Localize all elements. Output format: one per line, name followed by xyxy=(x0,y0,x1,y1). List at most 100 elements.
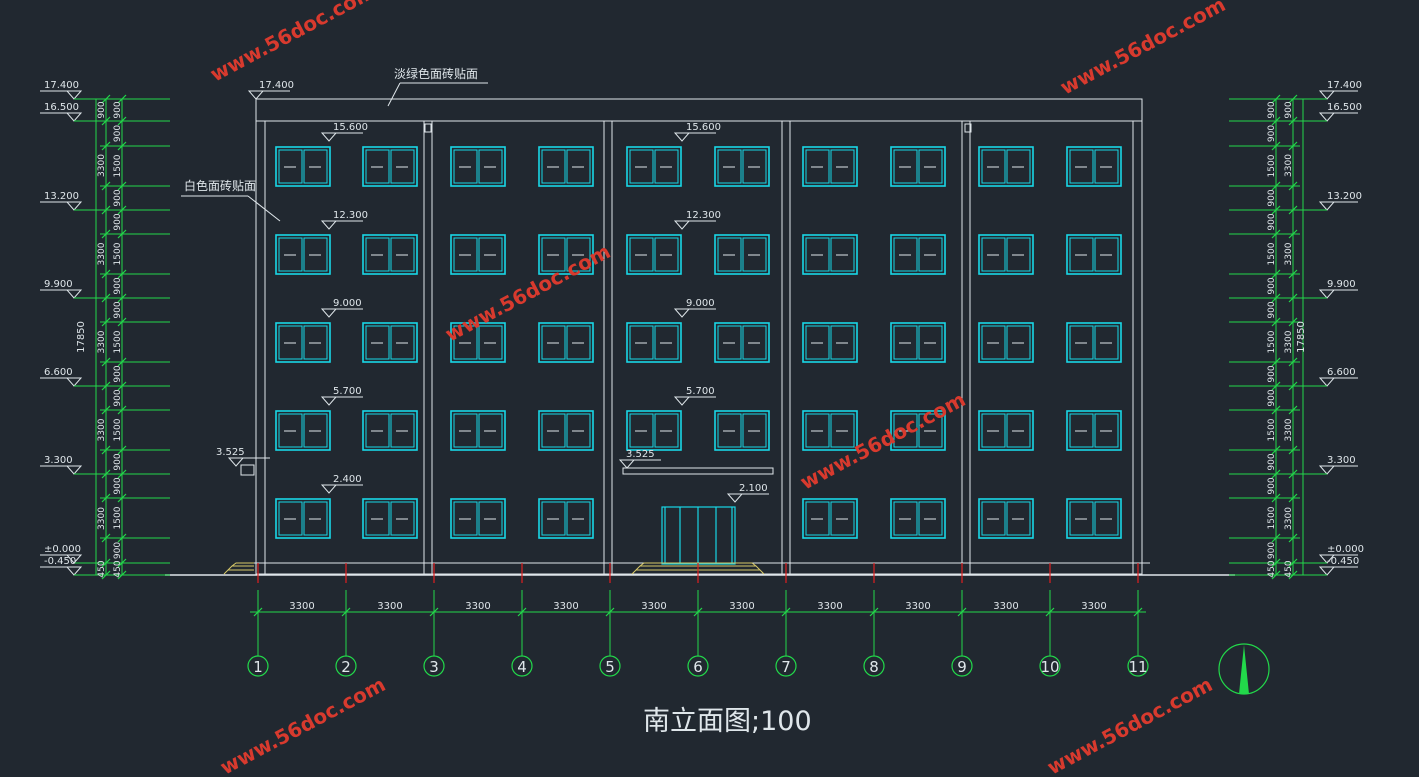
floor-dim-label: 3300 xyxy=(1284,507,1294,530)
dim-level-label: 3.300 xyxy=(1327,455,1356,466)
window xyxy=(538,322,594,363)
axis-label: 3 xyxy=(429,658,439,676)
wall-finish-note: 白色面砖贴面 xyxy=(181,178,281,222)
segment-dim-label: 1500 xyxy=(113,418,123,441)
level-label: 9.000 xyxy=(333,298,362,309)
window xyxy=(626,146,682,187)
segment-dim-label: 900 xyxy=(1267,389,1277,406)
plinth-dim-label: 450 xyxy=(1284,560,1294,577)
parapet-dim-label: 900 xyxy=(1284,101,1294,118)
bay-dim-label: 3300 xyxy=(905,601,930,612)
window xyxy=(450,146,506,187)
level-label: 12.300 xyxy=(333,210,368,221)
window xyxy=(802,146,858,187)
floor-dim-label: 3300 xyxy=(97,154,107,177)
level-mark: 17.400 xyxy=(247,80,294,100)
level-label: 9.000 xyxy=(686,298,715,309)
left-vertical-dimensions: 17.40016.50013.2009.9006.6003.300±0.000-… xyxy=(40,80,170,580)
axis-bubble: 3 xyxy=(423,620,445,677)
window xyxy=(626,234,682,275)
segment-dim-label: 1500 xyxy=(113,330,123,353)
window xyxy=(890,410,946,451)
level-label: 3.525 xyxy=(216,447,245,458)
window xyxy=(890,146,946,187)
window xyxy=(714,146,770,187)
segment-dim-label: 900 xyxy=(1267,453,1277,470)
side-canopy xyxy=(240,464,255,476)
axis-label: 7 xyxy=(781,658,791,676)
window xyxy=(802,498,858,539)
segment-dim-label: 900 xyxy=(113,101,123,118)
window xyxy=(538,410,594,451)
axis-bubble: 5 xyxy=(599,620,621,677)
floor-dim-label: 3300 xyxy=(97,242,107,265)
bay-dim-label: 3300 xyxy=(289,601,314,612)
window xyxy=(1066,234,1122,275)
roof-parapet xyxy=(255,98,1143,122)
dim-level-mark: 9.900 xyxy=(40,279,170,299)
level-mark: 2.100 xyxy=(726,483,769,503)
dim-level-label: 13.200 xyxy=(1327,191,1362,202)
axis-label: 4 xyxy=(517,658,527,676)
level-label: 12.300 xyxy=(686,210,721,221)
level-label: 2.100 xyxy=(739,483,768,494)
dim-level-label: 9.900 xyxy=(1327,279,1356,290)
segment-dim-label: 1500 xyxy=(1267,418,1277,441)
level-mark: 12.300 xyxy=(320,210,368,230)
window xyxy=(890,234,946,275)
axis-bubble: 11 xyxy=(1127,620,1149,677)
window xyxy=(362,146,418,187)
axis-label: 5 xyxy=(605,658,615,676)
level-label: 2.400 xyxy=(333,474,362,485)
axis-label: 6 xyxy=(693,658,703,676)
floor-dim-label: 3300 xyxy=(97,507,107,530)
window xyxy=(538,146,594,187)
window xyxy=(802,410,858,451)
window xyxy=(1066,322,1122,363)
dim-level-label: 9.900 xyxy=(44,279,73,290)
dim-level-mark: -0.450 xyxy=(1229,556,1359,576)
watermark-text: www.56doc.com xyxy=(796,387,969,494)
level-label: 5.700 xyxy=(686,386,715,397)
entrance-canopy xyxy=(622,467,774,475)
floor-dim-label: 3300 xyxy=(1284,242,1294,265)
level-mark: 3.525 xyxy=(618,449,661,469)
axis-bubble: 7 xyxy=(775,620,797,677)
segment-dim-label: 900 xyxy=(1267,477,1277,494)
window xyxy=(1066,146,1122,187)
segment-dim-label: 900 xyxy=(1267,189,1277,206)
window xyxy=(1066,498,1122,539)
segment-dim-label: 1500 xyxy=(113,506,123,529)
axis-bubble: 10 xyxy=(1039,620,1061,677)
window xyxy=(362,234,418,275)
bay-dim-label: 3300 xyxy=(729,601,754,612)
bay-dim-label: 3300 xyxy=(1081,601,1106,612)
window xyxy=(362,498,418,539)
plinth-dim-label: 450 xyxy=(97,560,107,577)
window xyxy=(978,410,1034,451)
window xyxy=(978,498,1034,539)
entrance xyxy=(240,464,774,476)
window xyxy=(450,234,506,275)
segment-dim-label: 900 xyxy=(1267,213,1277,230)
bay-dim-label: 3300 xyxy=(641,601,666,612)
level-mark: 3.525 xyxy=(216,447,270,467)
segment-dim-label: 1500 xyxy=(1267,242,1277,265)
dim-level-mark: 13.200 xyxy=(40,191,170,211)
axis-label: 10 xyxy=(1040,658,1059,676)
window xyxy=(275,234,331,275)
window xyxy=(362,410,418,451)
axis-bubble: 8 xyxy=(863,620,885,677)
window xyxy=(275,410,331,451)
level-mark: 12.300 xyxy=(673,210,721,230)
segment-dim-label: 900 xyxy=(113,365,123,382)
dim-level-mark: 6.600 xyxy=(40,367,170,387)
window xyxy=(714,410,770,451)
dim-level-label: 16.500 xyxy=(44,102,79,113)
window xyxy=(275,146,331,187)
axis-label: 9 xyxy=(957,658,967,676)
side-steps xyxy=(223,562,254,575)
facade-wall xyxy=(255,120,1143,575)
